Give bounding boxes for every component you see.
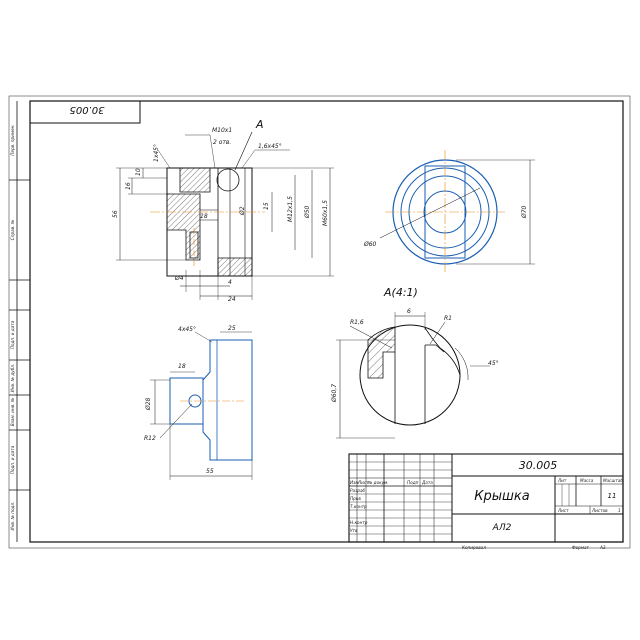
dim-phi60: Ø60 bbox=[363, 241, 377, 248]
detail-hatch bbox=[367, 326, 396, 379]
dim-15: 15 bbox=[263, 202, 270, 210]
row-sign: Подп bbox=[407, 480, 419, 485]
dim-phi607: Ø60,7 bbox=[331, 384, 338, 403]
left-margin-strip: Перв. примен. Справ. № Подп. и дата Инв.… bbox=[9, 101, 30, 542]
title-block: 30.005 Крышка АЛ2 Лит Масса Масштаб 11 Л… bbox=[348, 453, 624, 543]
section-hatch-left bbox=[166, 193, 201, 261]
dim-chamfer-top: 1,6х45° bbox=[258, 143, 282, 150]
dim-56: 56 bbox=[112, 210, 119, 218]
dim-phi70: Ø70 bbox=[521, 205, 528, 219]
footer-copied: Копировал bbox=[462, 545, 486, 550]
side-view: 4х45° 25 18 Ø28 R12 55 bbox=[144, 325, 253, 480]
dim-6: 6 bbox=[407, 308, 411, 315]
dim-r12: R12 bbox=[144, 435, 156, 442]
hdr-listov: Листов bbox=[591, 508, 608, 513]
hdr-list: Лист bbox=[557, 508, 569, 513]
row-prov: Пров bbox=[350, 496, 361, 501]
row-date: Дата bbox=[421, 480, 433, 485]
hdr-lit: Лит bbox=[557, 478, 567, 483]
rotated-number-box: 30.005 bbox=[29, 100, 141, 124]
side-label-inv-dubl: Инв. № дубл. bbox=[10, 364, 15, 393]
row-list: Лист bbox=[357, 480, 369, 485]
hdr-masshtab: Масштаб bbox=[603, 478, 623, 483]
end-view: Ø60 Ø70 bbox=[363, 150, 535, 272]
dim-18-side: 18 bbox=[178, 363, 186, 370]
dim-phi2: Ø2 bbox=[239, 206, 246, 216]
row-tkontr: Т.контр bbox=[350, 504, 367, 509]
title-part-name: Крышка bbox=[474, 489, 529, 504]
mass-value: 11 bbox=[608, 492, 617, 500]
detail-a-circle bbox=[216, 168, 240, 192]
dim-two-holes: 2 отв. bbox=[213, 139, 231, 146]
rotated-drawing-number: 30.005 bbox=[70, 104, 105, 115]
view-a-scale-label: А(4:1) bbox=[383, 286, 418, 299]
section-hatch-bottom bbox=[217, 257, 253, 277]
dim-m12: М12х1,5 bbox=[287, 196, 294, 222]
dim-phi50: Ø50 bbox=[304, 205, 311, 219]
row-razrab: Разраб bbox=[350, 488, 366, 493]
dim-phi4: Ø4 bbox=[174, 275, 184, 282]
dim-16: 16 bbox=[125, 182, 132, 190]
hdr-massa: Масса bbox=[580, 478, 594, 483]
side-label-perv: Перв. примен. bbox=[10, 124, 15, 155]
main-section-view: А М10х1 2 отв. 1,6х45° 1х45° bbox=[112, 118, 334, 303]
footer-format-value: А3 bbox=[599, 545, 606, 550]
dim-a45: 45° bbox=[488, 360, 499, 367]
dim-18-inner: 18 bbox=[200, 213, 208, 220]
dim-phi28: Ø28 bbox=[145, 397, 152, 411]
sheet-border-inner bbox=[29, 100, 624, 543]
side-label-vzam: Взам. инв. № bbox=[10, 397, 15, 426]
sheet-count: 1 bbox=[618, 508, 621, 513]
dim-m60: М60х1,5 bbox=[322, 200, 329, 226]
title-material: АЛ2 bbox=[492, 523, 512, 533]
title-drawing-number: 30.005 bbox=[519, 459, 558, 472]
dim-r16: R1,6 bbox=[350, 319, 364, 326]
row-nkontr: Н.контр bbox=[350, 520, 368, 525]
dim-25: 25 bbox=[228, 325, 236, 332]
dim-4: 4 bbox=[228, 279, 232, 286]
dim-chamfer-side: 4х45° bbox=[178, 326, 196, 333]
section-hatch-top bbox=[179, 167, 211, 193]
footer-format-label: Формат bbox=[572, 545, 590, 550]
row-izm: Изм bbox=[350, 480, 359, 485]
view-a-label: А bbox=[255, 118, 264, 131]
sheet-border-outer bbox=[8, 95, 631, 549]
dim-10: 10 bbox=[135, 168, 142, 176]
side-label-sprav: Справ. № bbox=[10, 219, 15, 240]
dim-m10: М10х1 bbox=[212, 127, 232, 134]
dim-55: 55 bbox=[206, 468, 214, 475]
detail-a-view: А(4:1) R1,6 6 R1 45° Ø60,7 bbox=[331, 286, 499, 439]
dim-24: 24 bbox=[228, 296, 236, 303]
side-label-inv-podl: Инв. № подл. bbox=[10, 502, 15, 531]
side-label-podp1: Подп. и дата bbox=[10, 320, 15, 349]
row-doc: № докум. bbox=[367, 480, 389, 485]
side-label-podp2: Подп. и дата bbox=[10, 445, 15, 474]
dim-r1: R1 bbox=[444, 315, 452, 322]
dim-chamfer-left: 1х45° bbox=[153, 144, 160, 162]
row-utv: Утв bbox=[350, 528, 358, 533]
